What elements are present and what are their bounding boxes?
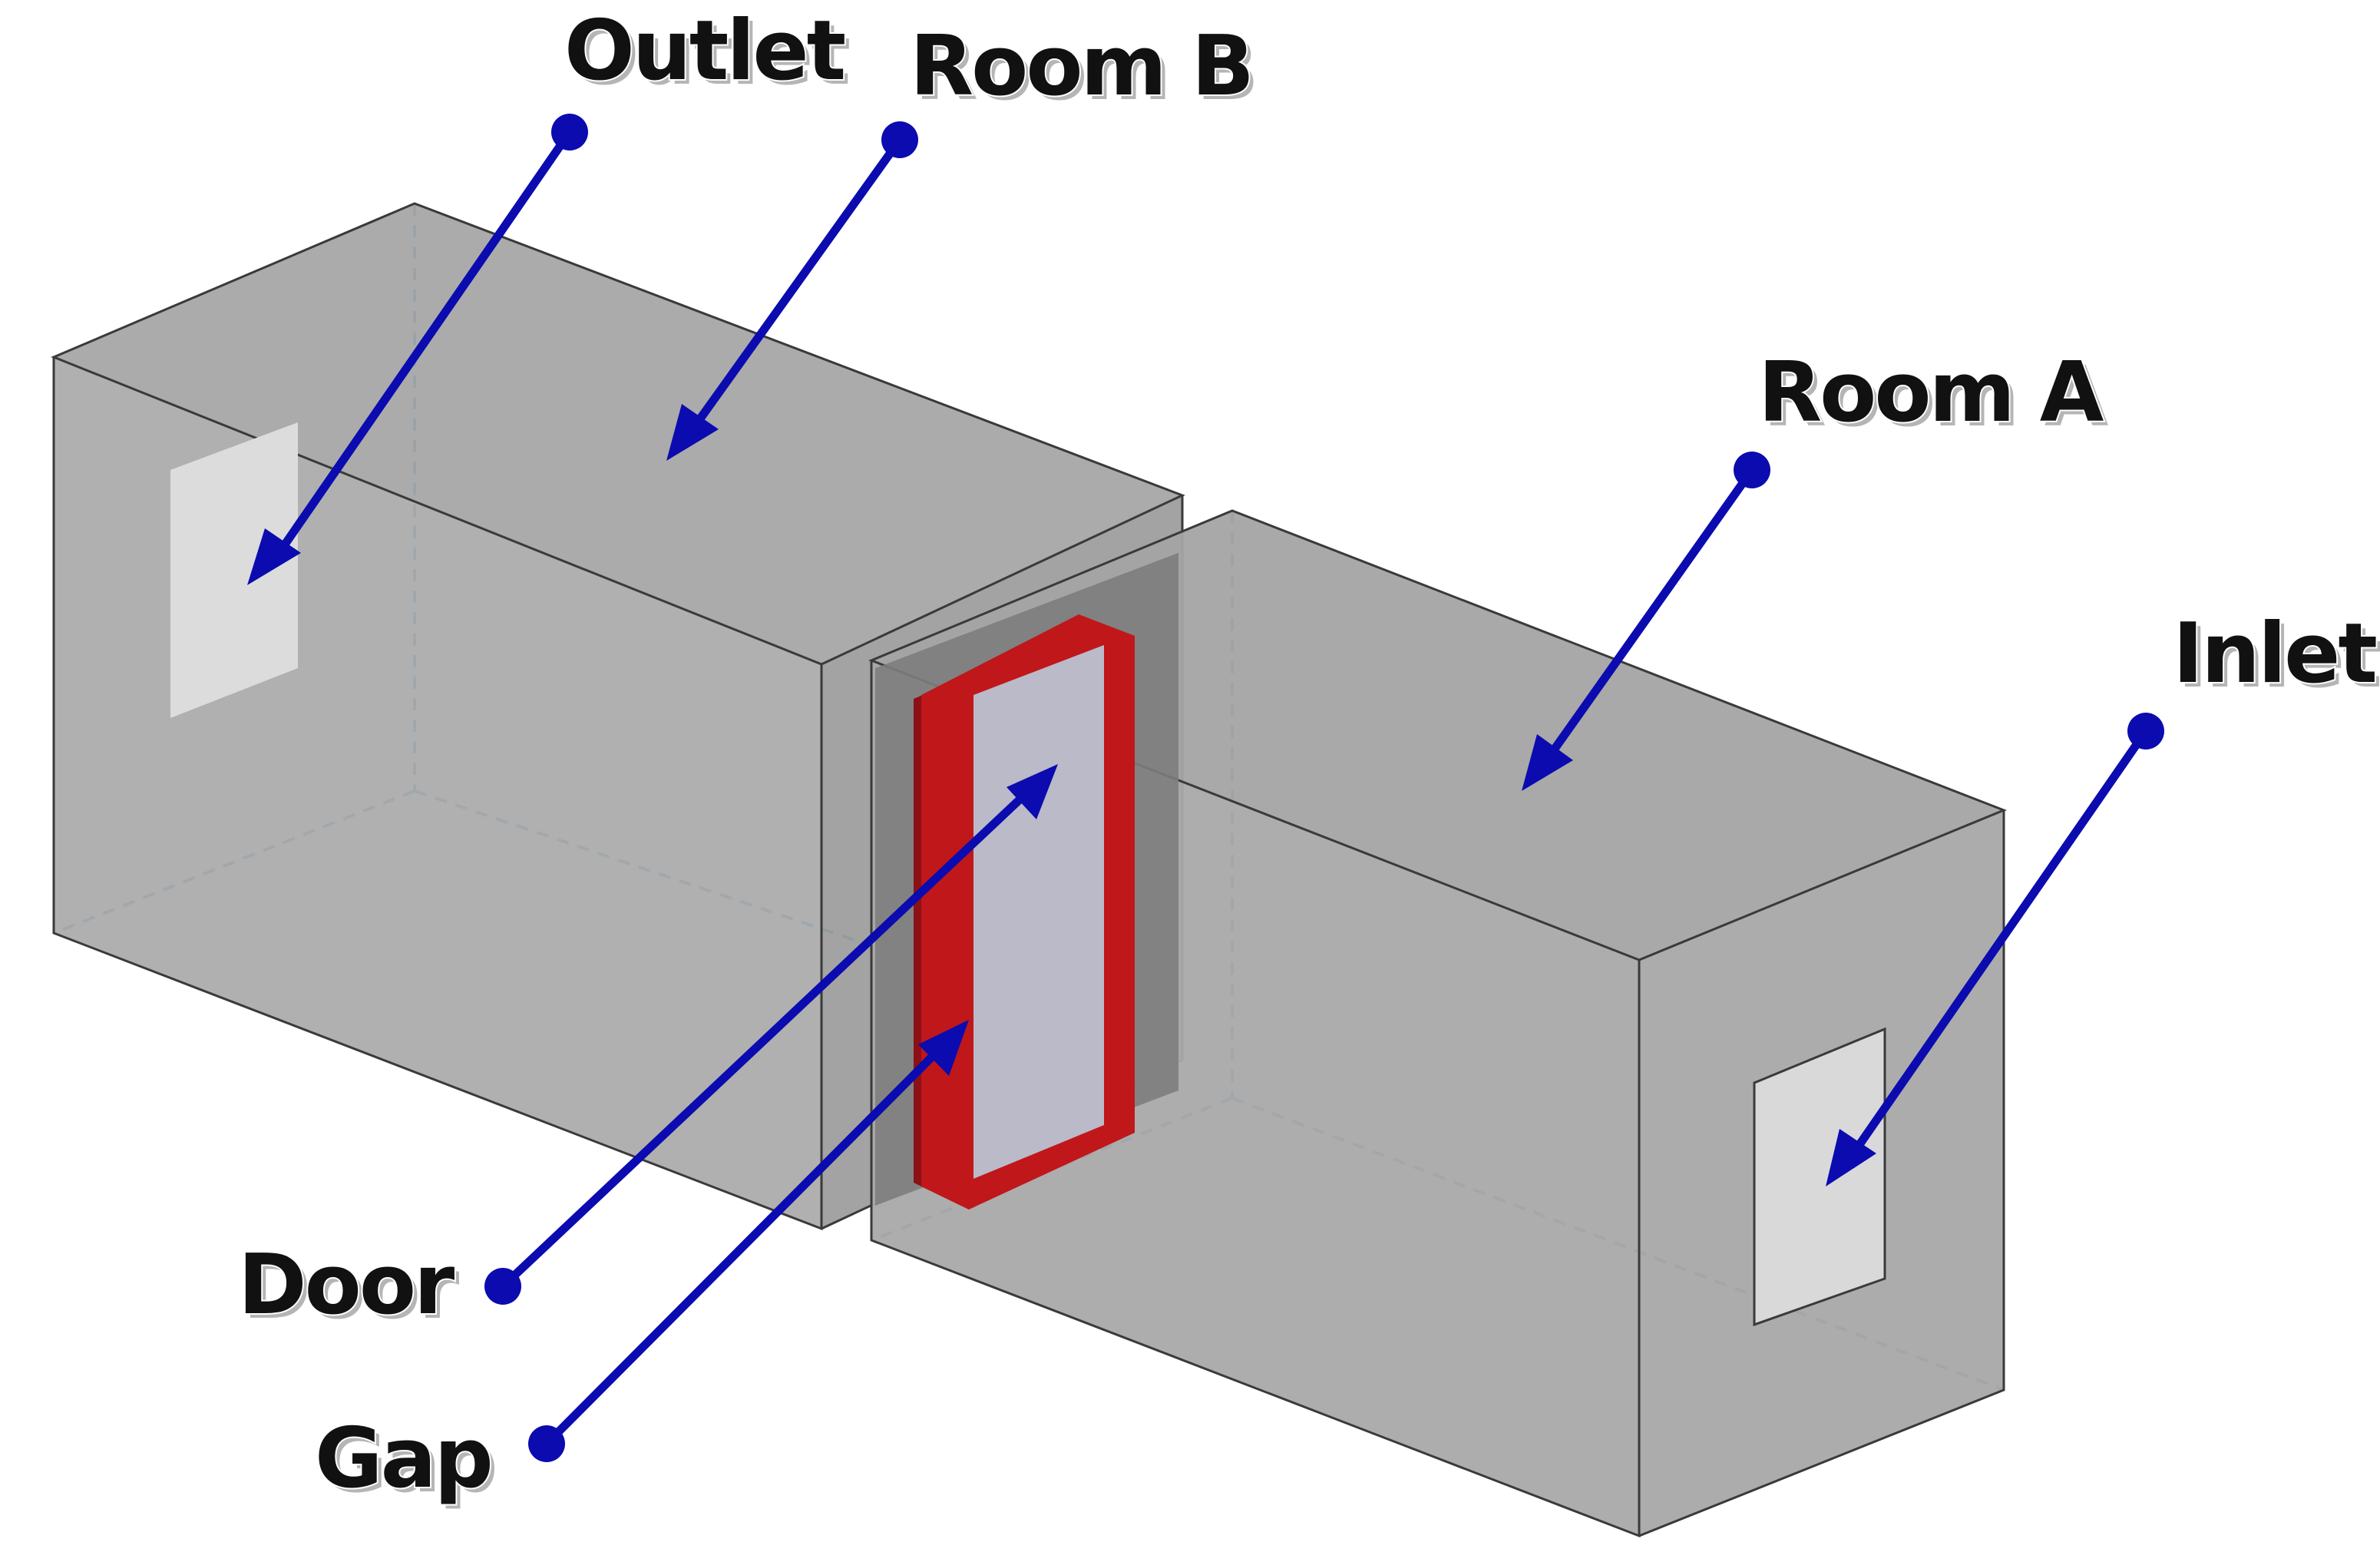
door-label-shadow: Door xyxy=(243,1242,459,1338)
room-b-pointer-dot xyxy=(881,121,918,158)
room-a-label-shadow: Room A xyxy=(1763,349,2109,445)
room-a-pointer-dot xyxy=(1734,452,1770,488)
room-a-pointer xyxy=(1522,452,1770,791)
gap-pointer-dot xyxy=(528,1425,565,1462)
outlet-pointer-dot xyxy=(551,114,588,151)
gap-label-shadow: Gap xyxy=(319,1415,496,1511)
outlet-vent xyxy=(170,422,298,718)
inlet-label-shadow: Inlet xyxy=(2177,611,2380,707)
inlet-label: Inlet xyxy=(2173,606,2376,702)
room-b-pointer xyxy=(666,121,918,461)
room-a-label: Room A xyxy=(1758,345,2104,441)
door-pointer xyxy=(484,764,1058,1305)
inlet-vent xyxy=(1753,1027,1886,1327)
inlet-pointer xyxy=(1826,713,2164,1186)
door-label: Door xyxy=(238,1237,455,1333)
room-a-edges xyxy=(868,509,2008,1538)
room-b-label: Room B xyxy=(910,18,1252,114)
room-b-top-face xyxy=(54,204,1182,664)
labels: Outlet Outlet Room B Room B Room A Room … xyxy=(236,2,2380,1511)
outlet-label-shadow: Outlet xyxy=(569,8,850,104)
door-assembly xyxy=(875,553,1178,1210)
outlet-pointer xyxy=(247,114,588,585)
inlet-pointer-dot xyxy=(2127,713,2164,750)
door-panel xyxy=(973,645,1104,1179)
door-pointer-dot xyxy=(484,1268,521,1305)
gap-pointer xyxy=(528,1020,969,1462)
pointers xyxy=(247,114,2164,1462)
room-b-label-shadow: Room B xyxy=(914,23,1257,119)
outlet-label: Outlet xyxy=(564,3,845,99)
gap-label: Gap xyxy=(315,1411,491,1507)
